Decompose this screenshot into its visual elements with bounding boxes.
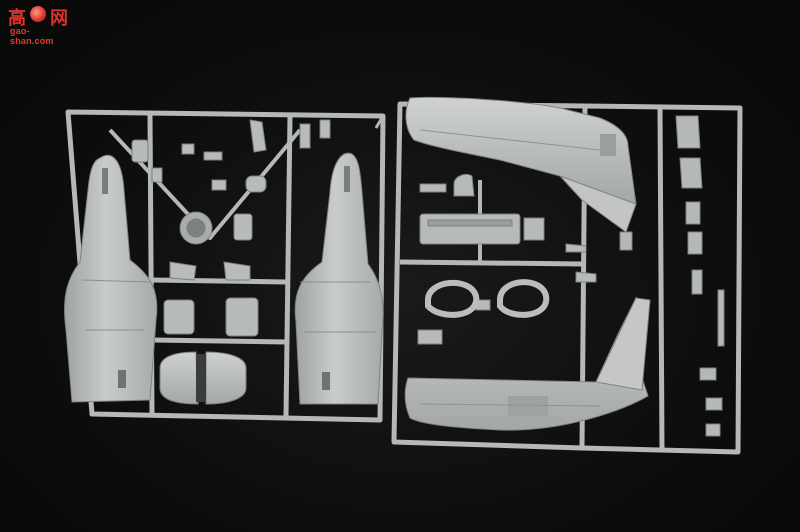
watermark-char-left: 高: [8, 8, 26, 29]
small-parts-left: [131, 119, 331, 337]
nozzle-parts: [159, 351, 247, 405]
small-parts-right-column: [619, 115, 725, 437]
fuselage-lower-right: [404, 296, 651, 431]
watermark-char-right: 网: [50, 8, 68, 29]
watermark-url: gao-shan.com: [10, 26, 54, 46]
fuselage-upper-right: [405, 96, 637, 233]
fuselage-half-left-b: [294, 152, 384, 405]
watermark-dot-icon: [30, 6, 46, 22]
watermark: 高 网 gao-shan.com: [6, 4, 72, 46]
small-parts-right: [417, 173, 597, 345]
gear-door-rings: [425, 279, 550, 318]
fuselage-half-left-a: [64, 154, 158, 403]
